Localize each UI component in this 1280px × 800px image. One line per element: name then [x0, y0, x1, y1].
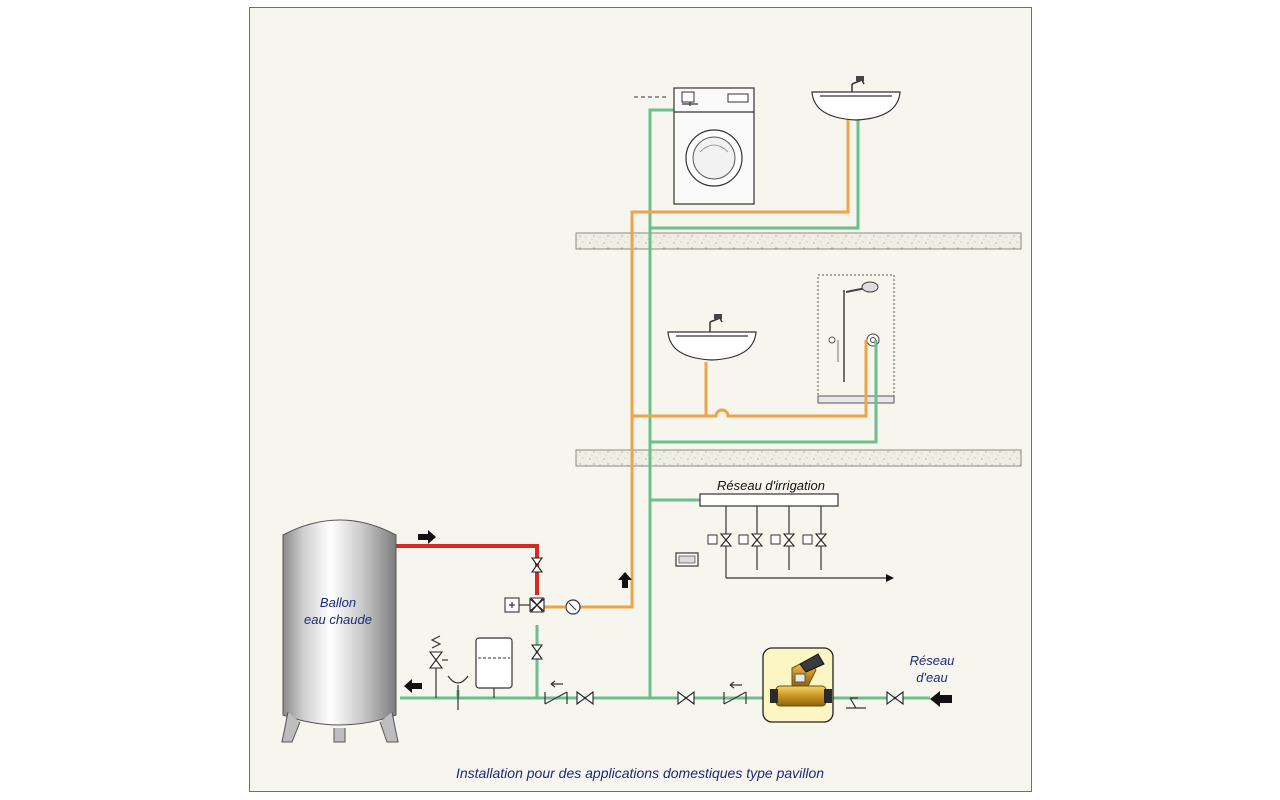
- network-label-line2: d'eau: [916, 670, 947, 685]
- tank-label-line2: eau chaude: [304, 612, 372, 627]
- lower-washbasin: [667, 314, 757, 361]
- gate-valve-mixer-lower: [530, 644, 544, 660]
- filter: [846, 697, 866, 709]
- solenoid-valve-3: [770, 533, 796, 547]
- gate-valve-1: [576, 690, 594, 706]
- diagram-caption: Installation pour des applications domes…: [456, 765, 824, 781]
- solenoid-valve-1: [707, 533, 733, 547]
- check-valve-1: [544, 680, 568, 705]
- cold-water-pipes: [400, 108, 930, 700]
- hot-water-tank: [281, 519, 399, 743]
- washing-machine: [634, 87, 755, 205]
- check-valve-2: [723, 681, 747, 705]
- gate-valve-2: [677, 690, 695, 706]
- arrow-right-icon: [418, 530, 436, 544]
- arrow-up-icon: [618, 572, 632, 588]
- upper-washbasin: [811, 76, 901, 121]
- thermometer-gauge: [565, 599, 581, 615]
- floor-slab-lower: [575, 449, 1022, 467]
- arrow-left-icon: [404, 679, 422, 693]
- thermostatic-mixing-valve: [504, 597, 545, 613]
- floor-slab-upper: [575, 232, 1022, 250]
- inlet-arrow-icon: [930, 691, 952, 707]
- irrigation-label: Réseau d'irrigation: [717, 478, 825, 493]
- hot-water-pipes: [544, 115, 868, 609]
- expansion-vessel: [475, 637, 513, 698]
- tundish-funnel: [447, 675, 469, 710]
- solenoid-valve-2: [738, 533, 764, 547]
- tank-label-line1: Ballon: [320, 595, 356, 610]
- irrigation-controller: [675, 552, 699, 567]
- tank-hot-outlet-pipe: [396, 544, 539, 595]
- network-label-line1: Réseau: [910, 653, 955, 668]
- shower: [817, 274, 895, 404]
- gate-valve-3: [886, 690, 904, 706]
- safety-valve: [428, 635, 448, 698]
- pressure-reducer: [762, 647, 834, 723]
- irrigation-manifold: [699, 493, 894, 582]
- gate-valve-red: [530, 557, 544, 573]
- solenoid-valve-4: [802, 533, 828, 547]
